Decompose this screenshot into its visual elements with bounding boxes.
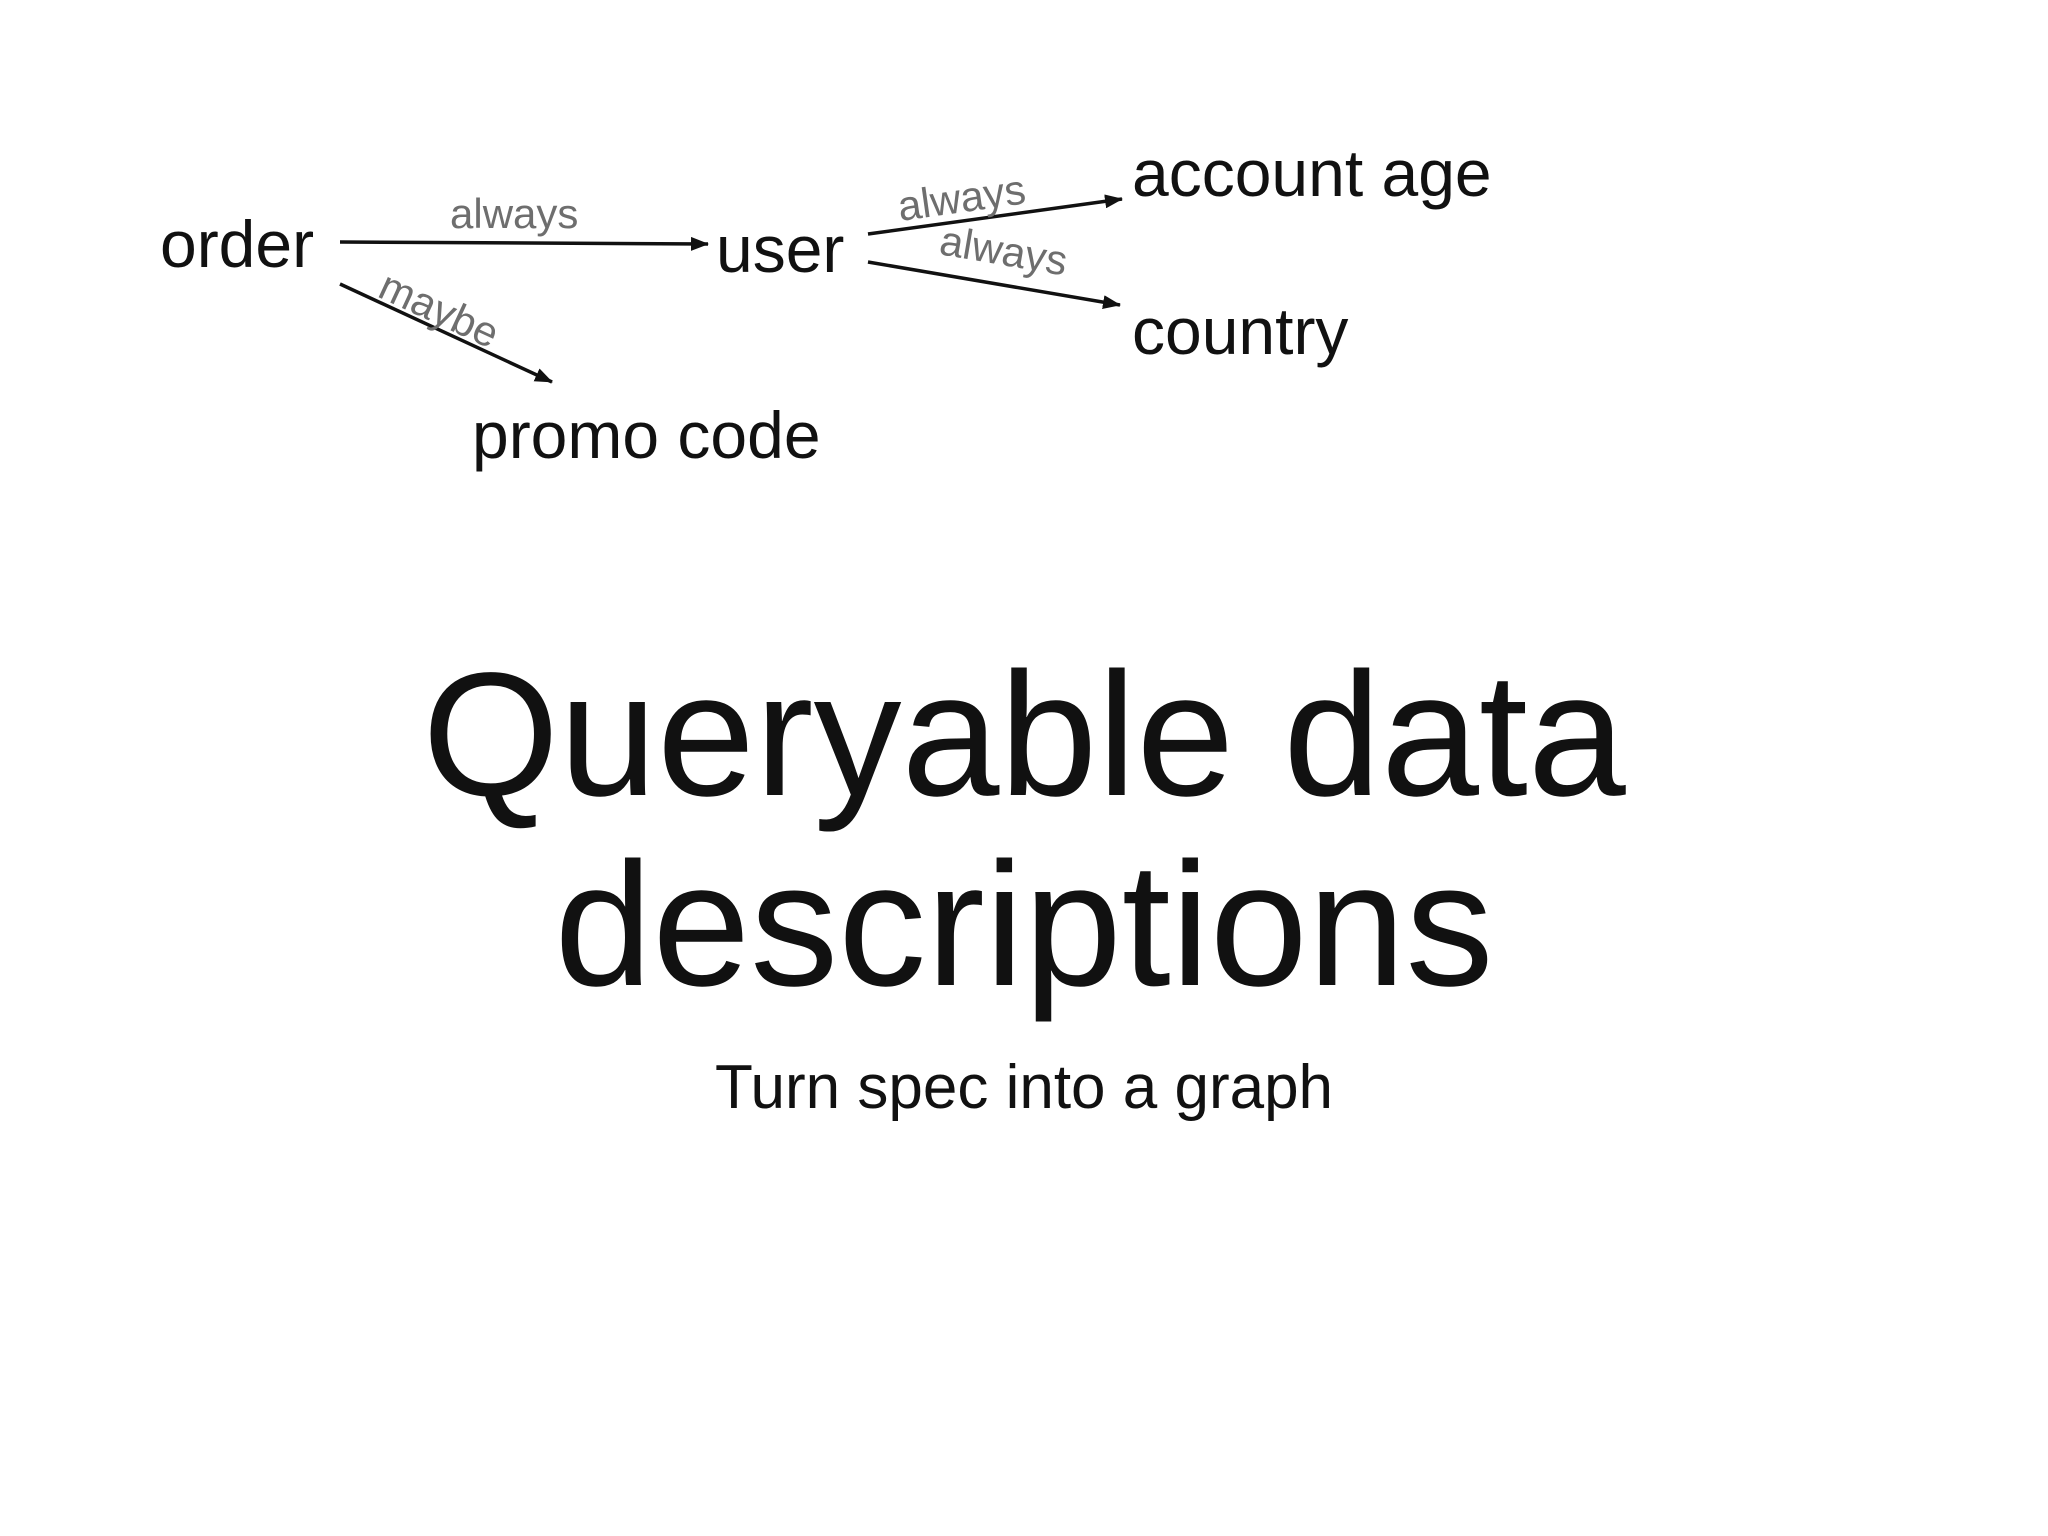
edge-order-to-user [339,236,709,251]
edge-label-user-country: always [936,217,1070,285]
slide-title: Queryable data descriptions [0,640,2048,1020]
edge-label-order-promo: maybe [372,262,506,358]
node-account-age: account age [1132,136,1492,210]
edge-label-order-user: always [450,190,578,237]
node-user: user [716,212,844,286]
edge-order-to-promo-code [339,282,553,384]
slide-title-line-2: descriptions [554,827,1494,1023]
node-promo-code: promo code [472,398,821,472]
slide-title-line-1: Queryable data [422,637,1626,833]
edge-user-to-account-age [867,194,1123,236]
edge-user-to-country [867,260,1121,310]
node-order: order [160,207,314,281]
slide-subtitle: Turn spec into a graph [714,1053,1334,1122]
node-country: country [1132,294,1348,368]
